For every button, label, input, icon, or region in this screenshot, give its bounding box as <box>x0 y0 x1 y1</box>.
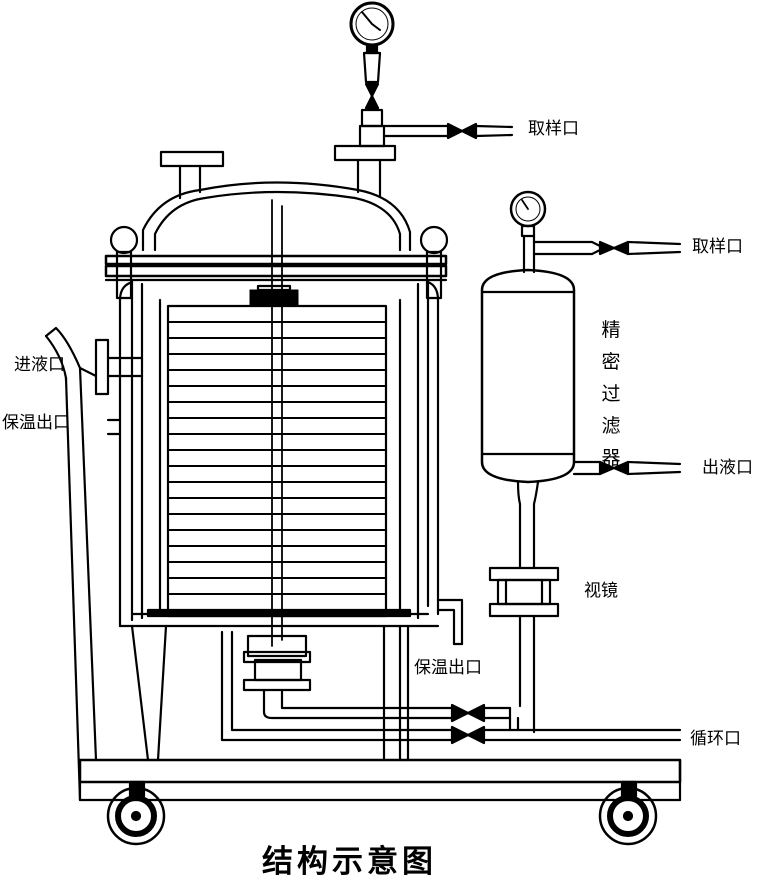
cart-frame <box>44 326 682 802</box>
main-flange <box>104 254 448 282</box>
precision-filter-body <box>480 268 576 484</box>
diagram-title: 结构示意图 <box>262 844 437 878</box>
circulation-pipes <box>220 630 682 745</box>
insulation-outlet-left <box>106 418 122 436</box>
label-insulation-outlet-bottom: 保温出口 <box>414 658 482 678</box>
label-sight-glass: 视镜 <box>584 581 618 601</box>
label-insulation-outlet-left: 保温出口 <box>2 413 70 433</box>
wheel-left <box>106 780 166 846</box>
pressure-gauge-top <box>349 1 395 148</box>
filter-plate-stack <box>146 199 412 647</box>
label-inlet: 进液口 <box>14 355 65 375</box>
bottom-sight-valve <box>242 634 312 714</box>
liquid-outlet-valve <box>572 460 682 476</box>
vessel-head <box>141 144 412 252</box>
insulation-outlet-bottom-pipe <box>436 598 464 646</box>
pressure-gauge-right <box>509 190 547 274</box>
clamp-knobs <box>109 225 449 300</box>
label-sample-port-right: 取样口 <box>692 237 743 257</box>
label-sample-port-top: 取样口 <box>528 119 579 139</box>
label-precision-filter: 精密过滤器 <box>601 319 621 469</box>
label-liquid-outlet: 出液口 <box>702 458 753 478</box>
wheel-right <box>598 780 658 846</box>
label-circulation-port: 循环口 <box>690 729 741 749</box>
inlet-nozzle <box>94 338 144 396</box>
sight-glass <box>488 480 560 734</box>
vessel-legs <box>130 624 410 762</box>
sample-valve-top <box>382 122 514 140</box>
sample-valve-right <box>532 240 682 256</box>
